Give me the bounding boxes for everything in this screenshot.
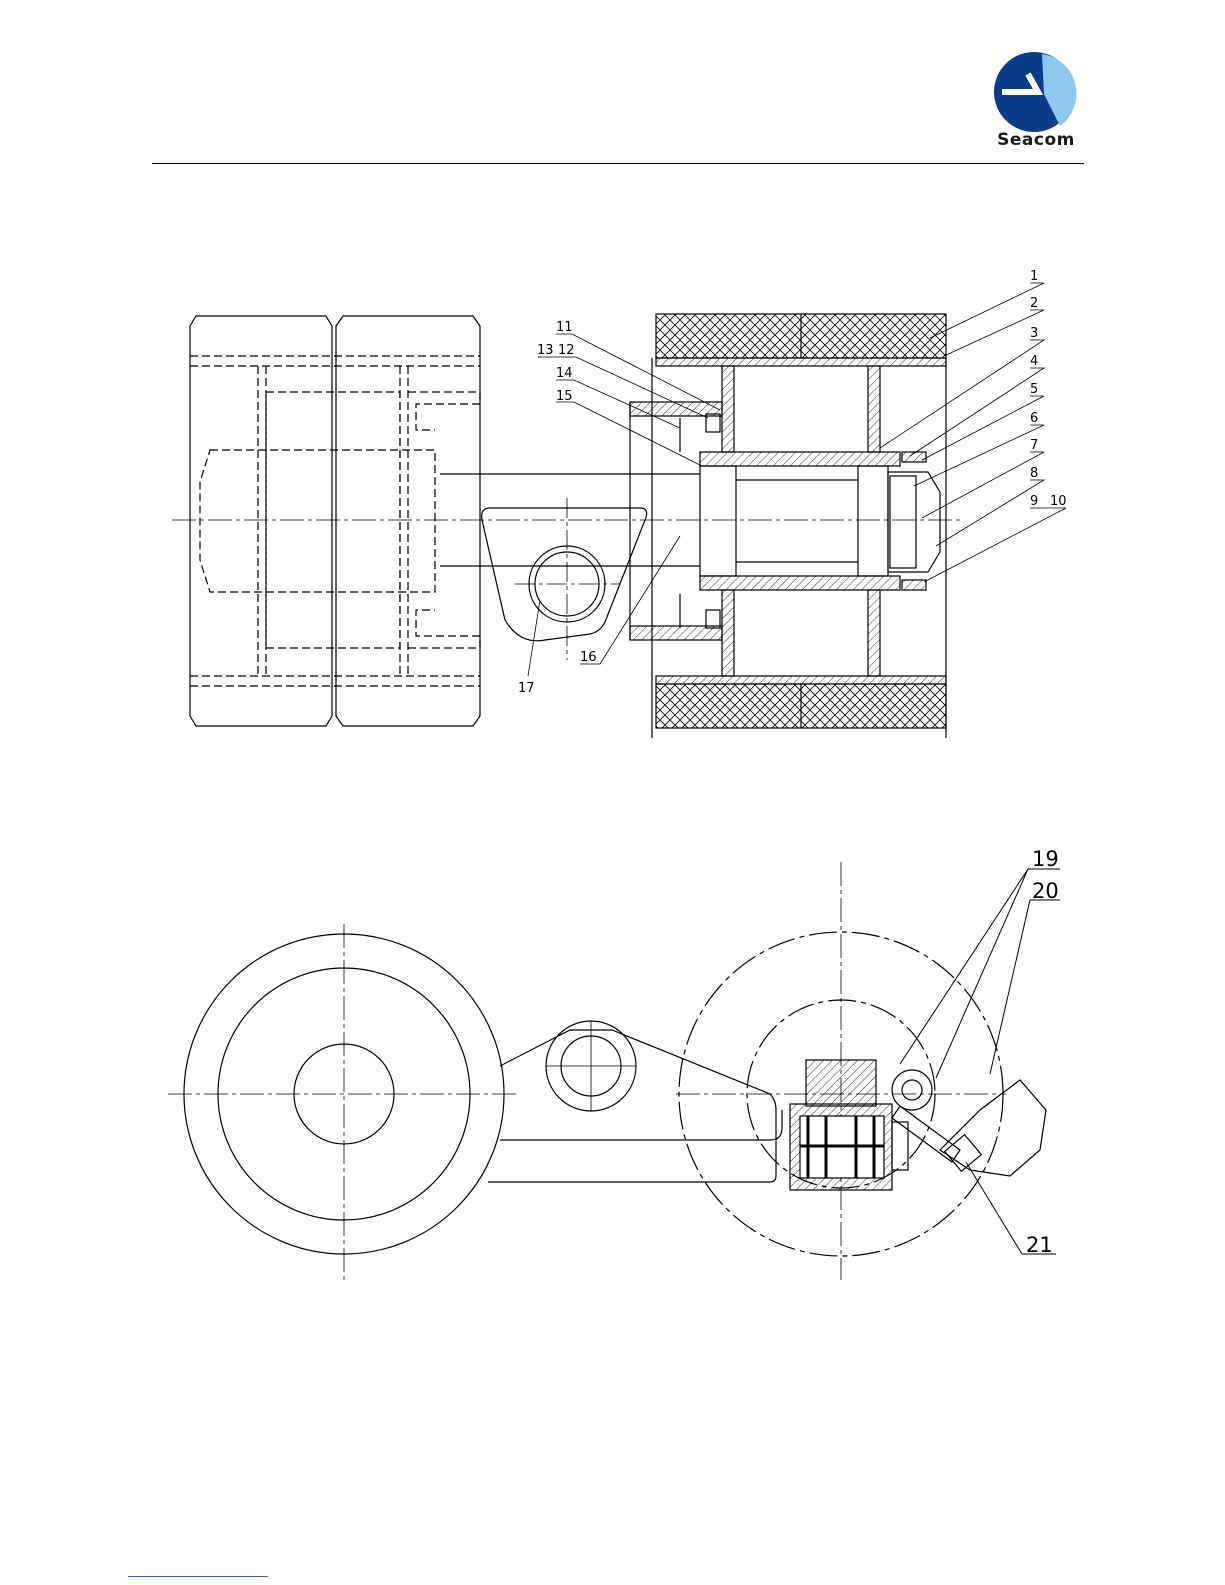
label-8: 8 [1030, 466, 1038, 481]
label-11: 11 [556, 320, 573, 335]
label-16: 16 [580, 650, 597, 665]
label-12: 12 [558, 343, 575, 358]
label-10: 10 [1050, 494, 1067, 509]
right-wheel-section [630, 314, 946, 738]
label-19: 19 [1032, 847, 1059, 871]
label-21: 21 [1026, 1233, 1053, 1257]
side-view [168, 862, 1046, 1280]
left-wheel-pair [190, 316, 480, 726]
label-6: 6 [1030, 411, 1038, 426]
side-leaders [900, 869, 1060, 1254]
footer-rule [128, 1576, 268, 1577]
label-14: 14 [556, 366, 573, 381]
bogie-arm [482, 508, 647, 641]
label-15: 15 [556, 389, 573, 404]
label-20: 20 [1032, 879, 1059, 903]
tensioner-eye [892, 1070, 932, 1110]
label-7: 7 [1030, 438, 1038, 453]
side-arm [488, 1030, 776, 1182]
label-4: 4 [1030, 354, 1038, 369]
side-view-labels: 19 20 21 [1026, 847, 1059, 1257]
label-2: 2 [1030, 296, 1038, 311]
label-17: 17 [518, 681, 535, 696]
label-5: 5 [1030, 382, 1038, 397]
label-1: 1 [1030, 269, 1038, 284]
label-9: 9 [1030, 494, 1038, 509]
label-3: 3 [1030, 326, 1038, 341]
label-13: 13 [537, 343, 554, 358]
